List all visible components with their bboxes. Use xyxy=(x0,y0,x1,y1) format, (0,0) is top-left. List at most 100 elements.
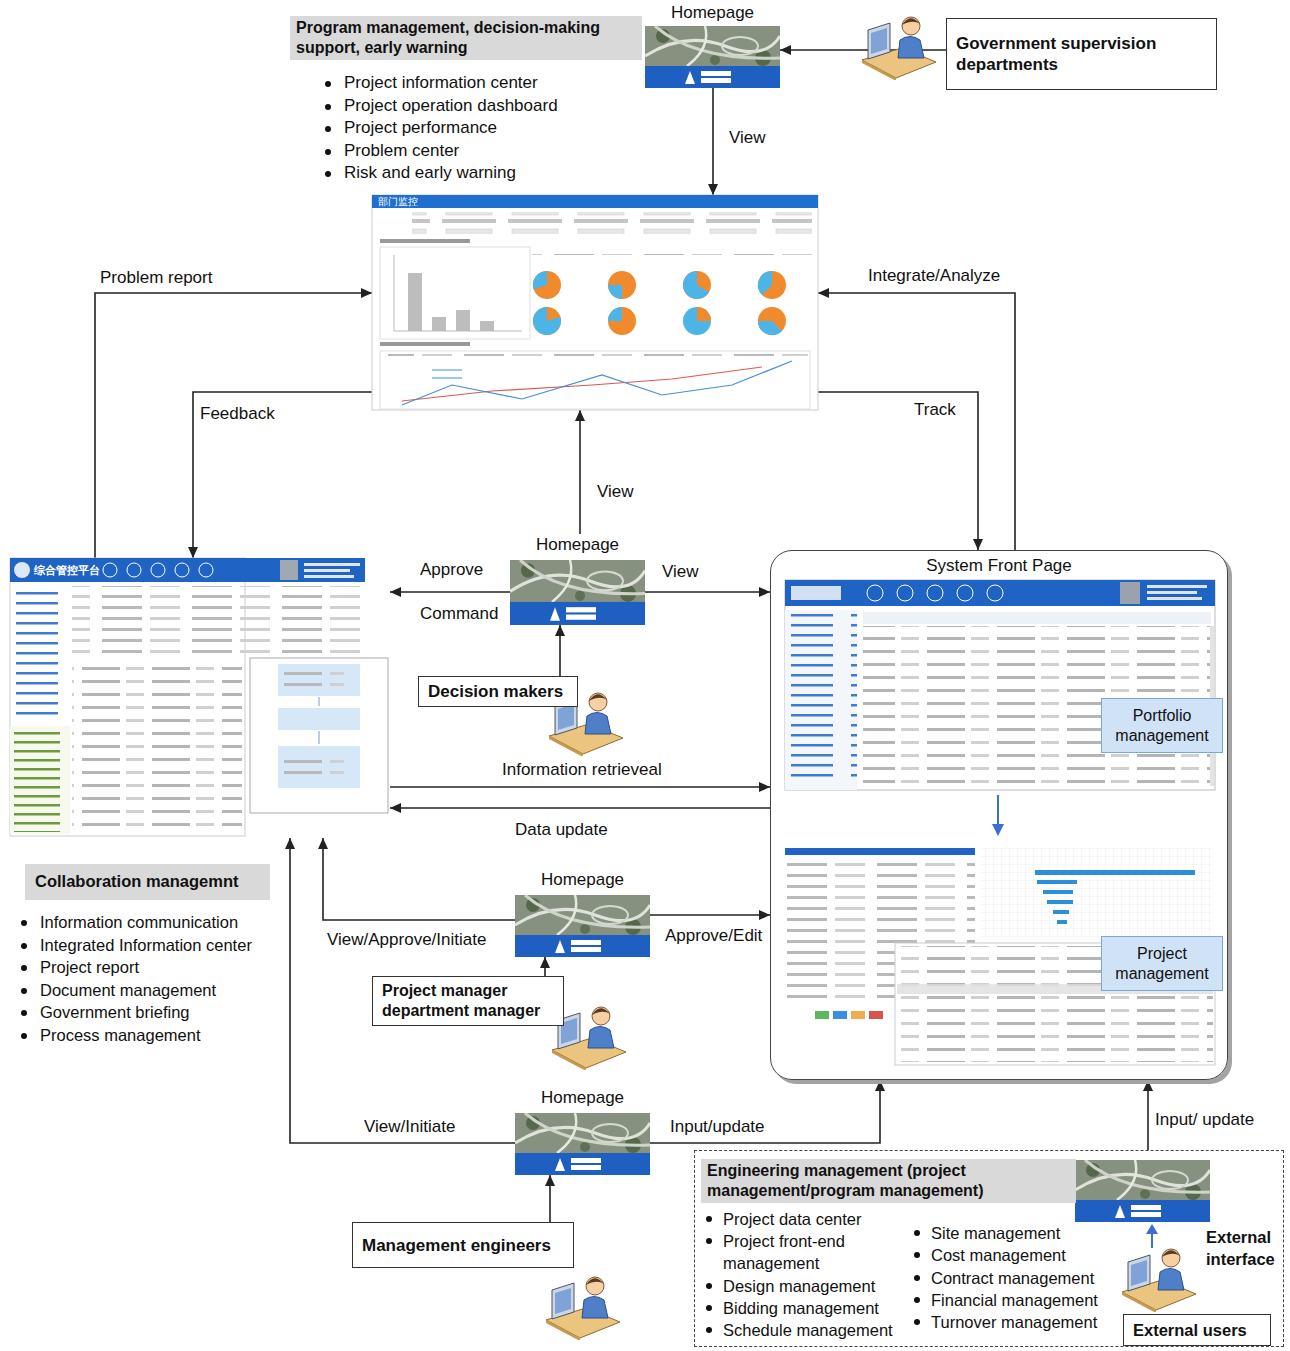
collaboration-screenshot xyxy=(103,563,213,577)
collaboration-screenshot xyxy=(10,728,70,832)
flow-arrow xyxy=(1151,1232,1153,1248)
connector xyxy=(650,914,770,916)
dashboard-node: 部门监控 xyxy=(372,195,818,410)
user-icon xyxy=(1122,1249,1196,1313)
annotation-text: Information communication xyxy=(38,912,240,932)
edge-label: View xyxy=(727,128,768,148)
annotation-text: Project performance xyxy=(342,118,499,138)
annotation-text: Problem center xyxy=(342,141,461,161)
portfolio-screenshot xyxy=(785,580,1215,790)
connector xyxy=(1147,1080,1149,1150)
dashboard-screenshot xyxy=(758,271,786,299)
edge-label: Input/update xyxy=(668,1117,767,1137)
node-text: Portfolio management xyxy=(1106,706,1218,746)
annotation-text: Project operation dashboard xyxy=(342,96,560,116)
homepage-node: Homepage xyxy=(515,1087,650,1175)
collaboration-screenshot xyxy=(103,563,117,577)
annotation-text: Process management xyxy=(38,1025,203,1045)
dashboard-screenshot xyxy=(480,321,494,331)
portfolio-screenshot xyxy=(1120,582,1140,604)
actor-box: Project manager department manager xyxy=(372,976,564,1026)
collaboration-screenshot xyxy=(278,746,360,788)
connector xyxy=(645,591,770,593)
collaboration-screenshot xyxy=(304,563,360,566)
connector xyxy=(818,293,1015,550)
node-text: Contract management xyxy=(931,1267,1116,1289)
collaboration-screenshot xyxy=(250,658,388,813)
edge-label: View/Approve/Initiate xyxy=(325,930,488,950)
flow-arrow xyxy=(997,795,999,826)
dashboard-screenshot xyxy=(412,212,812,234)
collaboration-node: 综合管控平台 xyxy=(10,558,390,838)
portfolio-screenshot xyxy=(785,614,857,784)
dashboard-screenshot xyxy=(533,271,547,289)
annotation-text: Document management xyxy=(38,980,218,1000)
collaboration-screenshot xyxy=(72,586,365,656)
project-screenshot xyxy=(1057,920,1067,924)
collaboration-screenshot xyxy=(304,569,350,572)
annotation-text: Government briefing xyxy=(38,1002,192,1022)
node-text: Program management, decision-making supp… xyxy=(296,18,636,58)
dashboard-screenshot xyxy=(683,271,709,299)
node-text: 部门监控 xyxy=(378,195,418,208)
project-screenshot xyxy=(1035,870,1195,875)
portfolio-screenshot xyxy=(957,585,973,601)
connector xyxy=(818,392,978,550)
collaboration-screenshot xyxy=(280,560,298,580)
portfolio-screenshot xyxy=(785,580,1215,606)
collaboration-screenshot xyxy=(319,697,320,744)
connector xyxy=(323,838,515,920)
edge-label: Approve xyxy=(418,560,485,580)
collaboration-screenshot xyxy=(304,575,354,578)
homepage-node: Homepage xyxy=(645,2,780,88)
edge-label: View/Initiate xyxy=(362,1117,457,1137)
edge-label: Input/ update xyxy=(1153,1110,1256,1130)
portfolio-screenshot xyxy=(927,585,943,601)
dashboard-screenshot xyxy=(372,195,818,208)
dashboard-screenshot xyxy=(372,195,818,410)
heading-band: Collaboration managemnt xyxy=(25,864,270,900)
node-text: Collaboration managemnt xyxy=(35,871,260,891)
module-label: Portfolio management xyxy=(1101,698,1223,753)
annotation-text: Risk and early warning xyxy=(342,163,518,183)
edge-label: Information retrieveal xyxy=(500,760,664,780)
homepage-screenshot xyxy=(510,560,645,625)
node-text: Project management xyxy=(1106,944,1218,984)
collaboration-screenshot xyxy=(278,664,360,696)
dashboard-screenshot xyxy=(533,307,561,335)
user-icon xyxy=(862,17,936,81)
homepage-screenshot xyxy=(515,1113,650,1175)
dashboard-screenshot xyxy=(402,367,762,401)
dashboard-screenshot xyxy=(380,239,470,243)
portfolio-screenshot xyxy=(867,585,1003,601)
node-text: Cost management xyxy=(931,1244,1116,1266)
annotation-text: Project information center xyxy=(342,73,540,93)
connector xyxy=(650,1080,880,1143)
homepage-screenshot xyxy=(645,26,780,88)
collaboration-screenshot xyxy=(278,708,360,730)
node-text: Turnover management xyxy=(931,1311,1116,1333)
edge-label: Feedback xyxy=(198,404,277,424)
collaboration-screenshot xyxy=(10,726,70,834)
dashboard-screenshot xyxy=(456,310,470,331)
collaboration-screenshot xyxy=(284,752,344,782)
node-text: Government supervision departments xyxy=(956,33,1207,75)
project-screenshot xyxy=(1037,880,1077,884)
edge-label: Integrate/Analyze xyxy=(866,266,1002,286)
node-text: Schedule management xyxy=(723,1319,913,1341)
actor-box: Government supervision departments xyxy=(946,18,1217,90)
connector xyxy=(390,591,510,593)
front-page-panel: System Front PagePortfolio managementPro… xyxy=(770,550,1228,1080)
portfolio-screenshot xyxy=(867,585,883,601)
portfolio-screenshot xyxy=(1147,585,1207,588)
flow-arrow xyxy=(1146,1224,1158,1234)
dashboard-screenshot xyxy=(758,271,772,295)
portfolio-screenshot xyxy=(1147,591,1197,594)
project-screenshot xyxy=(1047,900,1073,904)
edge-label: Approve/Edit xyxy=(663,926,764,946)
collaboration-screenshot xyxy=(72,662,242,722)
node-text: Financial management xyxy=(931,1289,1116,1311)
dashboard-screenshot xyxy=(388,354,808,358)
collaboration-screenshot xyxy=(10,558,365,582)
